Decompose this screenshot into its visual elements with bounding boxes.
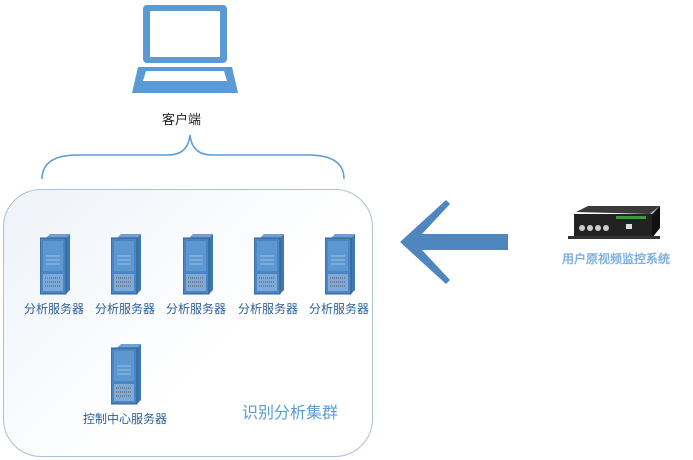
analysis-server-icon bbox=[325, 234, 355, 295]
server-label: 分析服务器 bbox=[24, 302, 85, 316]
control-server-label: 控制中心服务器 bbox=[83, 412, 168, 426]
server-label: 分析服务器 bbox=[95, 302, 156, 316]
source-label: 用户原视频监控系统 bbox=[562, 252, 671, 266]
server-label: 分析服务器 bbox=[238, 302, 299, 316]
arrow-left-icon bbox=[400, 200, 508, 284]
server-label: 分析服务器 bbox=[166, 302, 227, 316]
analysis-server-icon bbox=[183, 234, 213, 295]
analysis-server-icon bbox=[254, 234, 284, 295]
control-server-icon bbox=[111, 344, 141, 405]
server-label: 分析服务器 bbox=[309, 302, 370, 316]
analysis-server-icon bbox=[40, 234, 70, 295]
analysis-server-icon bbox=[111, 234, 141, 295]
laptop-icon bbox=[132, 5, 238, 93]
brace bbox=[41, 134, 345, 180]
recognition-cluster bbox=[3, 189, 373, 457]
cluster-title: 识别分析集群 bbox=[242, 403, 339, 422]
client-label: 客户端 bbox=[162, 113, 202, 128]
video-recorder-icon bbox=[568, 206, 660, 239]
